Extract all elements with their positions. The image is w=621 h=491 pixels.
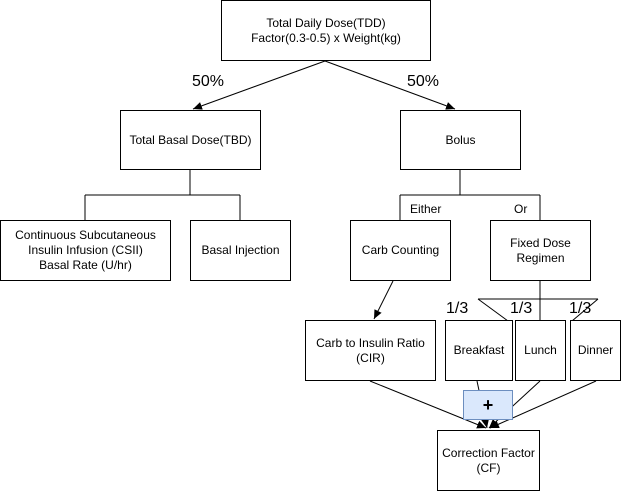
arrow-dinner-to-cf [489,380,597,429]
node-bolus: Bolus [400,110,521,170]
arrow-tdd-to-bolus [324,60,456,110]
connector-bolus-bracket [399,170,541,220]
node-dinner: Dinner [570,320,621,381]
label-third-breakfast: 1/3 [446,300,469,317]
arrow-lunch-to-cf [488,380,541,429]
arrow-carb-to-cir [373,280,394,320]
node-breakfast: Breakfast [445,320,513,381]
node-carb-counting: Carb Counting [350,220,451,281]
node-csii: Continuous Subcutaneous Insulin Infusion… [0,220,171,281]
node-basal-injection: Basal Injection [190,220,291,281]
node-total-daily-dose: Total Daily Dose(TDD) Factor(0.3-0.5) x … [221,0,431,61]
label-50-percent-left: 50% [192,73,225,90]
arrow-tdd-to-tbd [192,60,326,110]
label-third-dinner: 1/3 [569,300,592,317]
label-or: Or [514,202,528,216]
node-carb-to-insulin-ratio: Carb to Insulin Ratio (CIR) [305,320,436,381]
label-50-percent-right: 50% [407,73,440,90]
label-either: Either [410,202,442,216]
arrow-cir-to-cf [369,380,487,429]
node-fixed-dose-regimen: Fixed Dose Regimen [490,220,591,281]
connector-tbd-bracket [84,170,241,220]
plus-operator: + [463,390,513,420]
node-lunch: Lunch [515,320,566,381]
node-correction-factor: Correction Factor (CF) [437,430,540,491]
label-third-lunch: 1/3 [510,300,533,317]
node-total-basal-dose: Total Basal Dose(TBD) [120,110,261,170]
connector-fixed-dose-bracket [477,281,599,322]
